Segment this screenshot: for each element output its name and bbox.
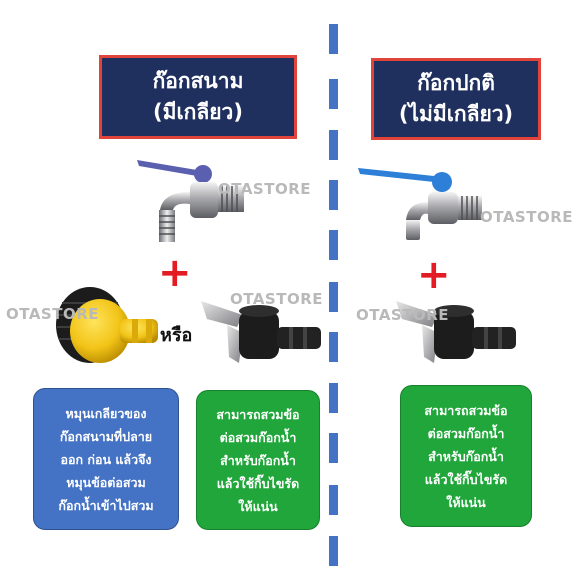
plus-icon: + [417, 252, 451, 298]
threaded-garden-faucet-icon [137, 160, 244, 242]
clamp-connector-instruction-note: สามารถสวมข้อ ต่อสวมก๊อกน้ำ สำหรับก๊อกน้ำ… [196, 390, 320, 530]
garden-faucet-title-line1: ก๊อกสนาม [152, 69, 244, 93]
watermark-text: OTASTORE [480, 208, 573, 226]
threaded-hose-adapter-icon [56, 287, 158, 363]
watermark-text: OTASTORE [230, 290, 324, 308]
normal-faucet-title-line2: (ไม่มีเกลียว) [398, 102, 514, 126]
plus-icon: + [158, 250, 192, 296]
universal-faucet-clamp-connector-icon [396, 301, 516, 363]
watermark-text: OTASTORE [218, 180, 312, 198]
vertical-dashed-divider [329, 0, 339, 573]
or-label: หรือ [160, 325, 193, 346]
garden-faucet-title-line2: (มีเกลียว) [153, 100, 243, 124]
plain-faucet-icon [358, 168, 482, 240]
clamp-connector-instruction-note-right: สามารถสวมข้อ ต่อสวมก๊อกน้ำ สำหรับก๊อกน้ำ… [400, 385, 532, 527]
garden-faucet-title: ก๊อกสนาม (มีเกลียว) [99, 55, 297, 139]
watermark-text: OTASTORE [356, 306, 450, 324]
normal-faucet-title-line1: ก๊อกปกติ [417, 71, 495, 95]
threaded-faucet-instruction-note: หมุนเกลียวของ ก๊อกสนามที่ปลาย ออก ก่อน แ… [33, 388, 179, 530]
watermark-text: OTASTORE [6, 305, 100, 323]
universal-faucet-clamp-connector-icon [201, 301, 321, 363]
normal-faucet-title: ก๊อกปกติ (ไม่มีเกลียว) [371, 58, 541, 140]
